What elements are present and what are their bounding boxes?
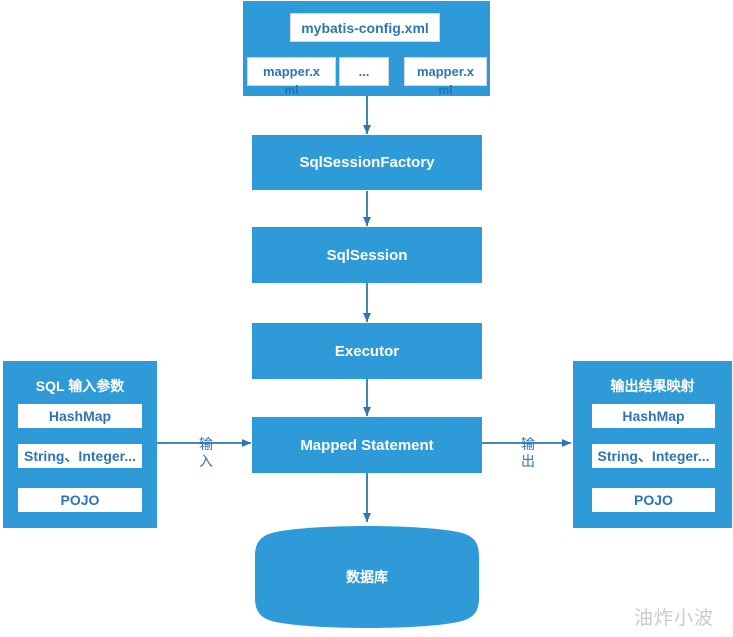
node-executor: Executor xyxy=(252,323,482,379)
input-panel-title: SQL 输入参数 xyxy=(35,378,125,394)
output-item-pojo: POJO xyxy=(592,488,715,512)
mapper-xml-node-2: mapper.x xyxy=(404,57,487,86)
input-item-pojo: POJO xyxy=(18,488,142,512)
mapper-overflow-label: ml xyxy=(438,83,453,97)
config-group-node: mybatis-config.xml mapper.x ... mapper.x… xyxy=(243,1,490,96)
node-label: Mapped Statement xyxy=(300,436,434,454)
output-item-string-integer: String、Integer... xyxy=(592,444,715,468)
node-label: Executor xyxy=(334,342,400,360)
node-sqlsession: SqlSession xyxy=(252,227,482,283)
database-label: 数据库 xyxy=(252,519,482,635)
database-label-text: 数据库 xyxy=(346,569,388,585)
cylinder-shape xyxy=(255,526,479,628)
output-panel-title: 输出结果映射 xyxy=(610,378,695,394)
watermark: 油炸小波 xyxy=(634,608,715,629)
edge-label-output: 输出 xyxy=(521,436,535,469)
database-cylinder xyxy=(255,526,479,628)
mapper-label: mapper.x xyxy=(262,64,321,79)
output-item-hashmap: HashMap xyxy=(592,404,715,428)
input-item-hashmap: HashMap xyxy=(18,404,142,428)
node-mapped-statement: Mapped Statement xyxy=(252,417,482,473)
config-file-label: mybatis-config.xml xyxy=(301,19,429,36)
config-file-node: mybatis-config.xml xyxy=(290,13,440,42)
input-params-panel: SQL 输入参数 HashMap String、Integer... POJO xyxy=(3,361,157,528)
ellipsis-label: ... xyxy=(358,64,370,79)
input-item-string-integer: String、Integer... xyxy=(18,444,142,468)
mapper-ellipsis-node: ... xyxy=(339,57,389,86)
node-sqlsessionfactory: SqlSessionFactory xyxy=(252,135,482,190)
node-label: SqlSessionFactory xyxy=(299,154,435,171)
mapper-xml-node-1: mapper.x xyxy=(247,57,336,86)
edge-label-input: 输入 xyxy=(199,436,213,469)
mapper-label: mapper.x xyxy=(416,64,475,79)
node-label: SqlSession xyxy=(326,246,408,264)
output-mapping-panel: 输出结果映射 HashMap String、Integer... POJO xyxy=(573,361,732,528)
mapper-overflow-label: ml xyxy=(284,83,299,97)
